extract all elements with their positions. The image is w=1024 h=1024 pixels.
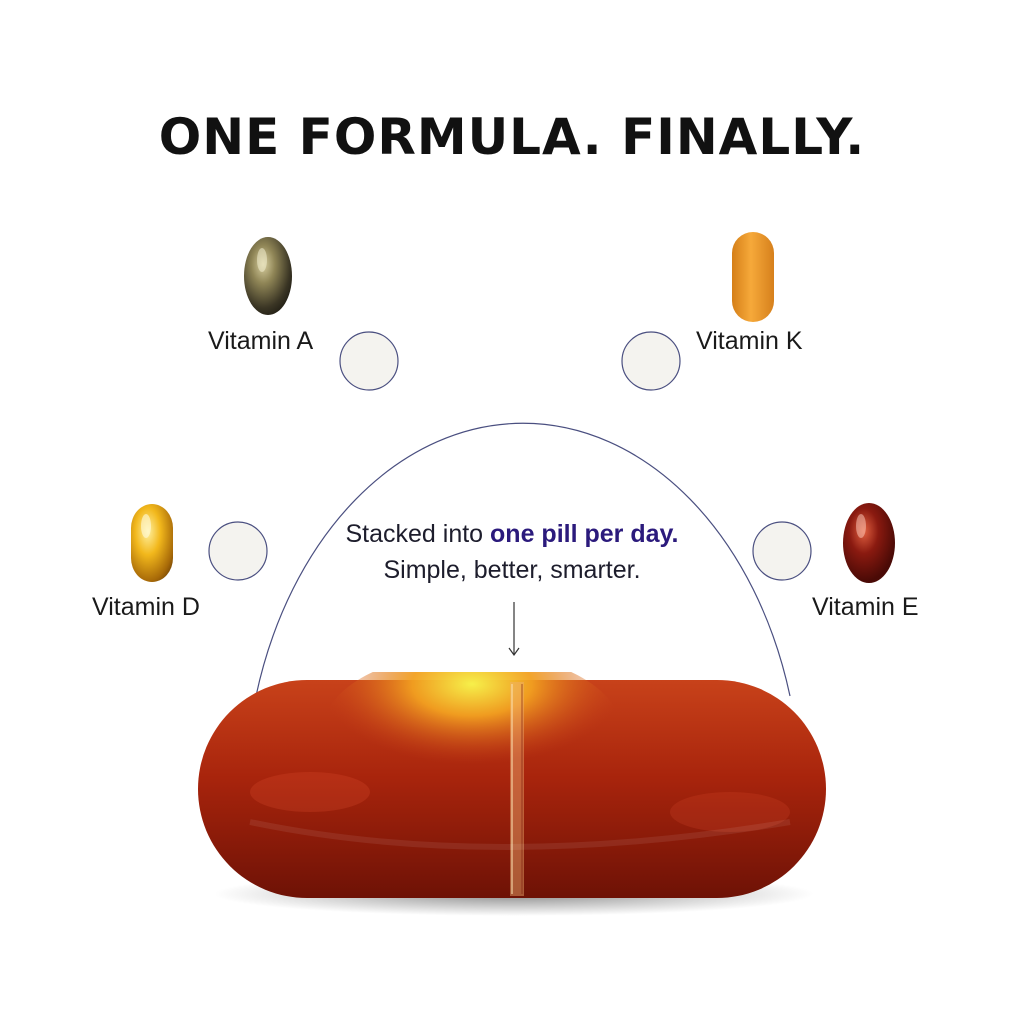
headline: ONE FORMULA. FINALLY. — [158, 108, 866, 166]
vitamin-k-tablet-icon — [732, 232, 774, 322]
vitamin-a-label: Vitamin A — [208, 327, 314, 355]
node-vitamin-d — [208, 521, 268, 581]
vitamin-d-softgel-icon — [131, 504, 173, 582]
node-vitamin-k — [621, 331, 681, 391]
center-copy: Stacked into one pill per day. Simple, b… — [262, 516, 762, 588]
combined-capsule-icon — [198, 672, 826, 916]
node-vitamin-a — [339, 331, 399, 391]
center-copy-line-1: Stacked into one pill per day. — [262, 516, 762, 552]
vitamin-d-label: Vitamin D — [92, 593, 200, 621]
vitamin-k-label: Vitamin K — [696, 327, 803, 355]
center-copy-highlight: one pill per day. — [490, 520, 679, 548]
vitamin-e-softgel-icon — [843, 503, 895, 583]
center-copy-line-2: Simple, better, smarter. — [383, 556, 641, 584]
center-copy-prefix: Stacked into — [345, 520, 491, 548]
ring-arc — [255, 422, 791, 697]
vitamin-e-label: Vitamin E — [812, 593, 919, 621]
node-vitamin-e — [752, 521, 812, 581]
down-arrow-icon — [508, 602, 520, 657]
vitamin-a-softgel-icon — [244, 237, 292, 315]
